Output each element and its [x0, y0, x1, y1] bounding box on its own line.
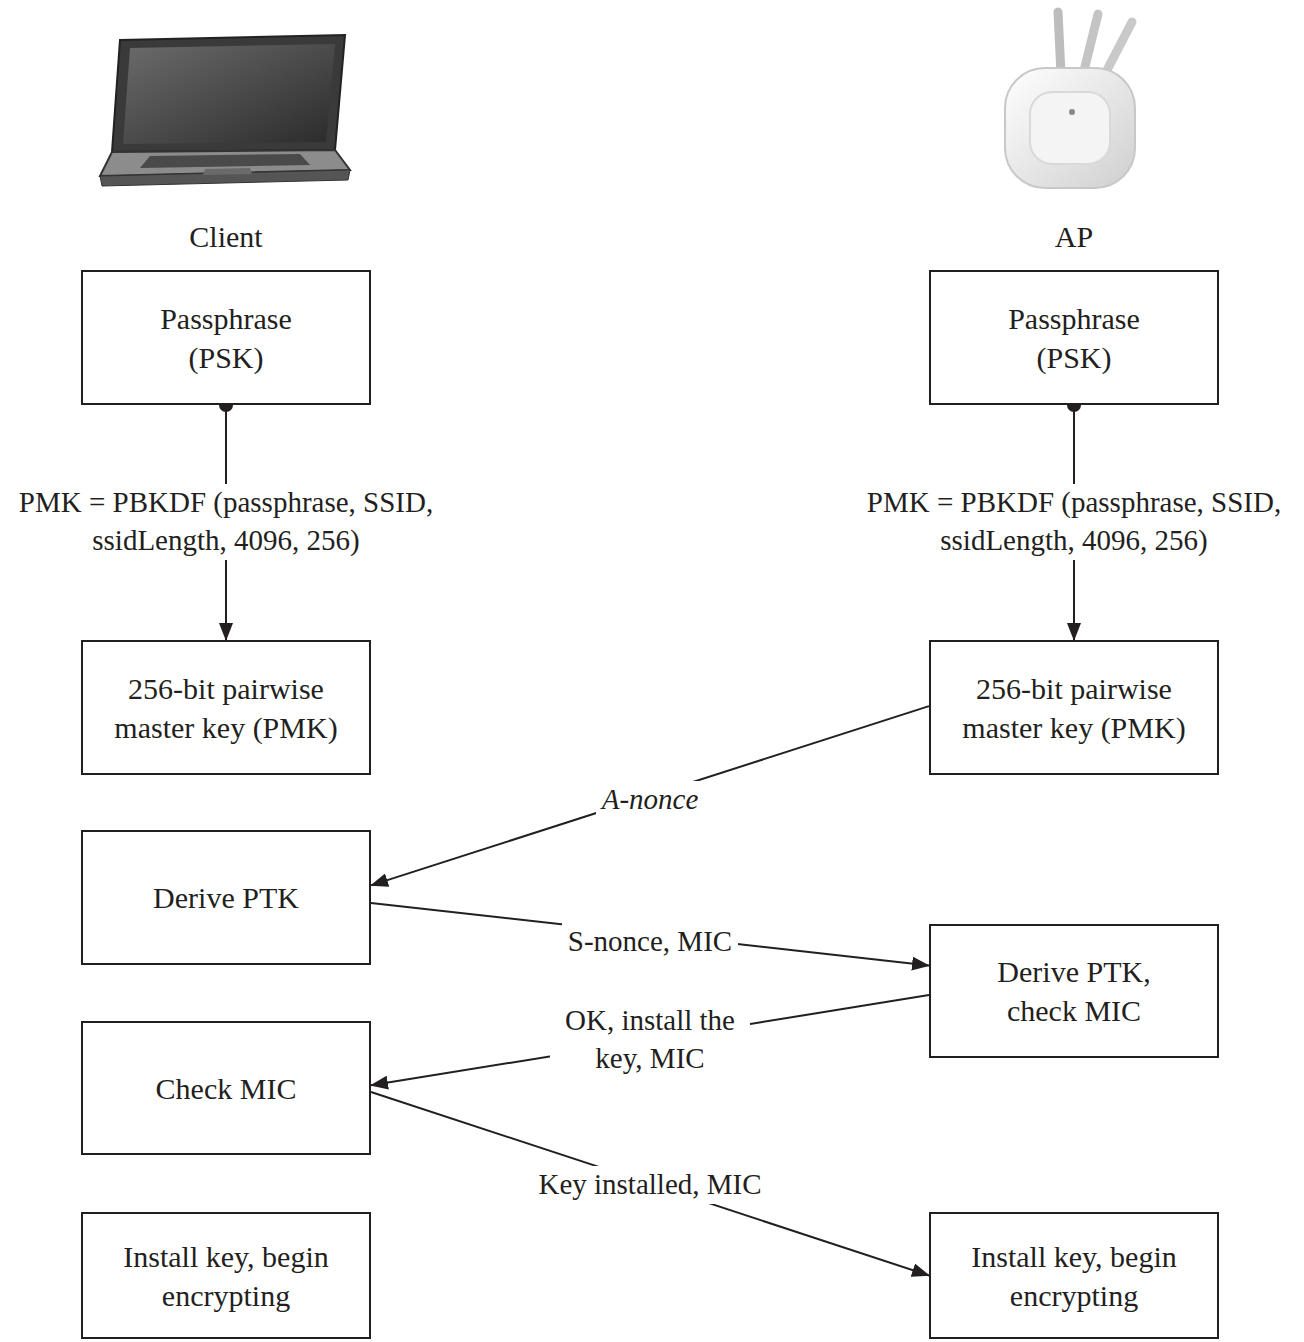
laptop-icon: [100, 35, 350, 186]
connector-group: [371, 706, 929, 885]
box-text: Install key, begin encrypting: [954, 1237, 1194, 1315]
box-text: Derive PTK, check MIC: [982, 952, 1167, 1030]
process-box: Install key, begin encrypting: [929, 1212, 1219, 1339]
connector-group: [371, 1092, 929, 1275]
process-box: 256-bit pairwise master key (PMK): [929, 640, 1219, 775]
message-label: S-nonce, MIC: [562, 923, 738, 961]
connector: [371, 706, 929, 885]
connector-group: [371, 903, 929, 966]
box-text: 256-bit pairwise master key (PMK): [106, 669, 346, 747]
message-label: Key installed, MIC: [532, 1166, 767, 1204]
message-label: PMK = PBKDF (passphrase, SSID, ssidLengt…: [854, 484, 1294, 559]
box-text: Install key, begin encrypting: [106, 1237, 346, 1315]
device-name: AP: [1055, 220, 1093, 254]
box-text: Derive PTK: [153, 878, 299, 917]
process-box: Passphrase (PSK): [81, 270, 371, 405]
box-text: 256-bit pairwise master key (PMK): [954, 669, 1194, 747]
process-box: 256-bit pairwise master key (PMK): [81, 640, 371, 775]
access-point-icon: [1005, 12, 1135, 188]
process-box: Passphrase (PSK): [929, 270, 1219, 405]
process-box: Install key, begin encrypting: [81, 1212, 371, 1339]
box-text: Passphrase (PSK): [974, 299, 1174, 377]
connector-group: [371, 995, 929, 1085]
message-label: A-nonce: [596, 781, 705, 819]
process-box: Derive PTK, check MIC: [929, 924, 1219, 1058]
message-label: OK, install the key, MIC: [550, 1002, 750, 1077]
box-text: Check MIC: [156, 1069, 297, 1108]
process-box: Derive PTK: [81, 830, 371, 965]
connector: [371, 1092, 929, 1275]
box-text: Passphrase (PSK): [126, 299, 326, 377]
connector: [371, 903, 929, 966]
process-box: Check MIC: [81, 1021, 371, 1155]
device-name: Client: [189, 220, 262, 254]
message-label: PMK = PBKDF (passphrase, SSID, ssidLengt…: [6, 484, 446, 559]
connector: [371, 995, 929, 1085]
